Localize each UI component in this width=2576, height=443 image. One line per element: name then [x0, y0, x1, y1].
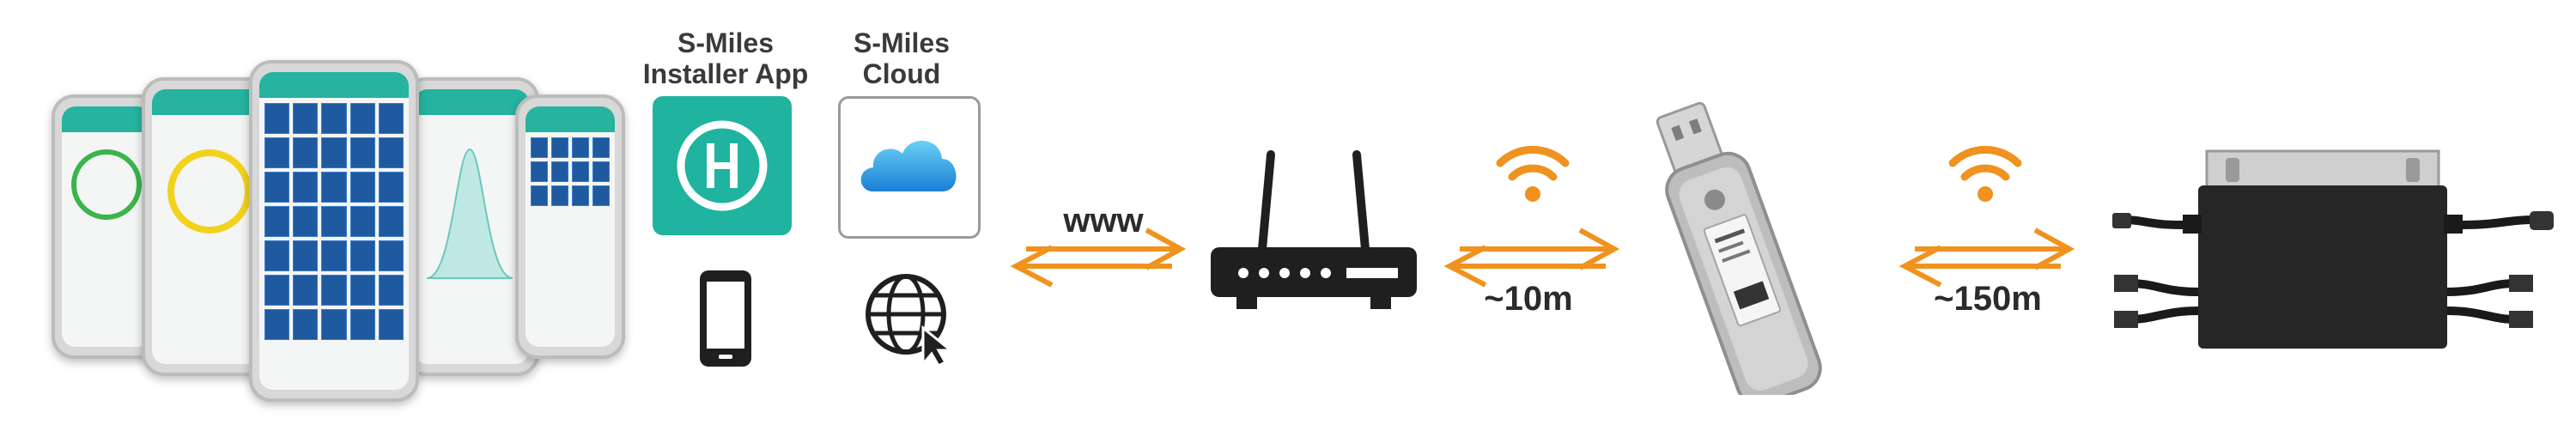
range-10m-label: ~10m — [1484, 280, 1573, 318]
usb-stick — [1656, 101, 1822, 395]
globe-cursor-icon — [863, 271, 957, 372]
wifi-icon-2 — [1948, 145, 2022, 202]
wifi-icon-1 — [1496, 145, 1570, 202]
double-arrow-www — [1010, 228, 1187, 288]
range-150m-label: ~150m — [1934, 280, 2042, 318]
phone-3-center — [249, 60, 419, 402]
installer-app-icon — [653, 96, 792, 235]
double-arrow-150m — [1899, 228, 2075, 288]
phone-5 — [515, 94, 625, 359]
installer-app-title: S-Miles Installer App — [642, 27, 809, 89]
microinverter — [2112, 149, 2554, 349]
cloud-app-icon — [838, 96, 981, 239]
double-arrow-10m — [1443, 228, 1620, 288]
www-label: www — [1063, 202, 1144, 240]
smartphone-icon — [697, 268, 754, 373]
router-icon — [1211, 150, 1417, 309]
cloud-title: S-Miles Cloud — [853, 27, 951, 89]
